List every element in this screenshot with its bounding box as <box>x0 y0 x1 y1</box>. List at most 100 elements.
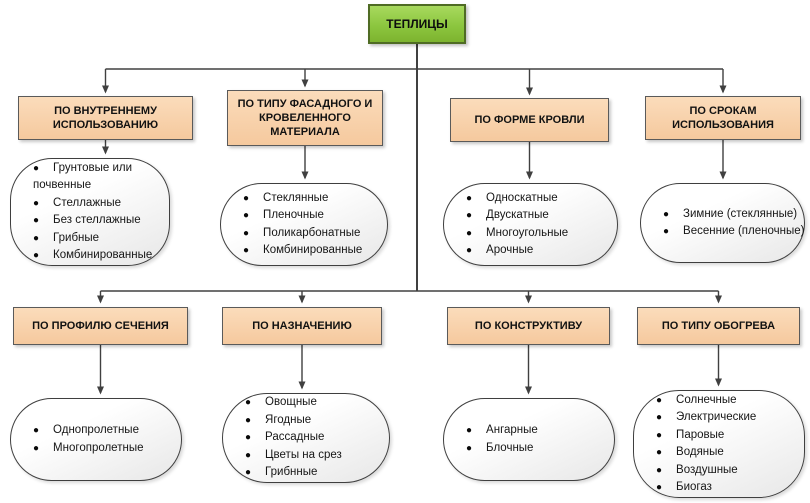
list-item: ● Стеклянные <box>243 190 379 208</box>
category-header-roof-shape: ПО ФОРМЕ КРОВЛИ <box>450 98 609 142</box>
list-item-label: Двускатные <box>486 209 549 221</box>
list-item: ●Грибнные <box>245 464 381 482</box>
list-item-label: Стеллажные <box>53 196 122 209</box>
list-item: ● Многоугольные <box>466 225 609 243</box>
list-item: ● Воздушные <box>656 462 796 480</box>
category-header-purpose: ПО НАЗНАЧЕНИЮ <box>222 307 382 345</box>
category-header-internal-use: ПО ВНУТРЕННЕМУ ИСПОЛЬЗОВАНИЮ <box>18 96 193 140</box>
list-item-label: Солнечные <box>676 393 737 406</box>
list-item-label: Многоугольные <box>486 226 569 239</box>
list-item-label: Зимние (стеклянные) <box>683 207 798 220</box>
category-bubble-purpose: ●Овощные●Ягодные●Рассадные●Цветы на срез… <box>222 393 390 483</box>
list-item-label: Овощные <box>265 396 317 409</box>
list-item-label: Водяные <box>676 446 724 458</box>
list-item-label: Блочные <box>486 441 534 454</box>
category-bubble-section-profile: ● Однопролетные ● Многопролетные <box>10 398 182 481</box>
list-item: ●Биогаз <box>656 479 796 497</box>
list-item-label: Комбинированные <box>53 249 153 261</box>
list-item-label: Многопролетные <box>53 441 144 454</box>
list-item: ● Комбинированные <box>33 247 161 265</box>
category-bubble-roof-shape: ●Односкатные ● Двускатные ● Многоугольные ●Ар… <box>443 183 618 266</box>
list-item: ●Арочные <box>466 242 609 260</box>
bullet-icon: ● <box>245 449 252 461</box>
list-item-label: Грунтовые или почвенные <box>33 161 133 192</box>
category-header-usage-period: ПО СРОКАМ ИСПОЛЬЗОВАНИЯ <box>645 96 801 140</box>
category-items: ● Ангарные ● Блочные <box>456 422 606 457</box>
category-items: ● Однопролетные ● Многопролетные <box>23 422 173 457</box>
list-item-label: Арочные <box>486 244 534 256</box>
bullet-icon: ● <box>656 412 663 423</box>
list-item: ● Грибные <box>33 230 161 248</box>
bullet-icon: ● <box>663 208 670 220</box>
list-item: ●Односкатные <box>466 190 609 208</box>
bullet-icon: ● <box>656 464 663 476</box>
list-item: ● Цветы на срез <box>245 447 381 465</box>
bullet-icon: ● <box>33 425 40 436</box>
bullet-icon: ● <box>243 245 250 256</box>
bullet-icon: ● <box>33 250 40 261</box>
bullet-icon: ● <box>243 210 250 221</box>
list-item: ● Стеллажные <box>33 195 161 213</box>
bullet-icon: ● <box>466 210 473 221</box>
list-item-label: Комбинированные <box>263 244 363 256</box>
list-item-label: Паровые <box>676 428 725 441</box>
bullet-icon: ● <box>656 429 663 441</box>
list-item: ● Комбинированные <box>243 242 379 260</box>
category-items: ●Стеклянные●Пленочные●Поликарбонатные●Ко… <box>233 190 379 260</box>
list-item: ● Блочные <box>466 440 606 458</box>
connector-group <box>97 44 727 395</box>
category-bubble-material-type: ●Стеклянные●Пленочные●Поликарбонатные●Ко… <box>220 183 388 266</box>
list-item: ● Зимние (стеклянные) <box>663 206 798 224</box>
bullet-icon: ● <box>656 447 663 458</box>
list-item: ● Без стеллажные <box>33 212 161 230</box>
category-items: ● Зимние (стеклянные) ● Весенние (пленочные… <box>653 206 804 241</box>
list-item-label: Воздушные <box>676 463 738 476</box>
list-item-label: Рассадные <box>265 431 325 444</box>
list-item-label: Весенние (пленочные) <box>683 225 805 237</box>
list-item-label: Поликарбонатные <box>263 226 361 239</box>
list-item-label: Однопролетные <box>53 424 139 436</box>
bullet-icon: ● <box>245 432 252 444</box>
bullet-icon: ● <box>466 425 473 436</box>
list-item: ● Паровые <box>656 427 796 445</box>
bullet-icon: ● <box>33 232 40 244</box>
list-item-label: Грибнные <box>265 466 318 479</box>
bullet-icon: ● <box>663 226 670 237</box>
list-item: ● Многопролетные <box>33 440 173 458</box>
list-item-label: Односкатные <box>486 191 558 204</box>
bullet-icon: ● <box>33 197 40 209</box>
category-header-material-type: ПО ТИПУ ФАСАДНОГО И КРОВЕЛЕННОГО МАТЕРИА… <box>227 90 383 146</box>
root-node: ТЕПЛИЦЫ <box>368 4 466 44</box>
list-item: ●Ягодные <box>245 412 381 430</box>
bullet-icon: ● <box>466 442 473 454</box>
list-item: ● Ангарные <box>466 422 606 440</box>
bullet-icon: ● <box>243 227 250 239</box>
bullet-icon: ● <box>33 162 40 174</box>
bullet-icon: ● <box>245 414 252 426</box>
list-item-label: Ангарные <box>486 424 538 436</box>
category-header-heating-type: ПО ТИПУ ОБОГРЕВА <box>637 307 800 345</box>
list-item-label: Цветы на срез <box>265 448 342 461</box>
bullet-icon: ● <box>656 394 663 406</box>
list-item-label: Стеклянные <box>263 191 329 204</box>
category-items: ● Солнечные ● Электрические ● Паровые ● Водяные… <box>646 392 796 497</box>
bullet-icon: ● <box>466 227 473 239</box>
category-items: ●Грунтовые или почвенные●Стеллажные●Без … <box>23 160 161 265</box>
bullet-icon: ● <box>243 192 250 204</box>
list-item: ● Солнечные <box>656 392 796 410</box>
category-items: ●Овощные●Ягодные●Рассадные●Цветы на срез… <box>235 394 381 482</box>
list-item-label: Без стеллажные <box>53 214 141 226</box>
list-item-label: Электрические <box>676 411 757 423</box>
list-item: ●Овощные <box>245 394 381 412</box>
list-item-label: Грибные <box>53 231 100 244</box>
list-item: ●Грунтовые или почвенные <box>33 160 161 195</box>
list-item: ● Водяные <box>656 444 796 462</box>
list-item: ● Однопролетные <box>33 422 173 440</box>
bullet-icon: ● <box>33 442 40 454</box>
category-bubble-internal-use: ●Грунтовые или почвенные●Стеллажные●Без … <box>10 158 170 266</box>
bullet-icon: ● <box>33 215 40 226</box>
category-header-section-profile: ПО ПРОФИЛЮ СЕЧЕНИЯ <box>13 307 188 345</box>
list-item: ● Весенние (пленочные) <box>663 223 804 241</box>
